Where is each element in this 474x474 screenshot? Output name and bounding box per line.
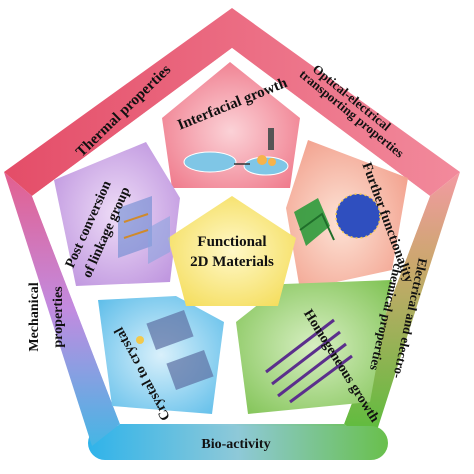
center-pentagon bbox=[168, 196, 296, 306]
label-bio-activity: Bio-activity bbox=[201, 437, 270, 452]
post-conversion-illustration bbox=[118, 196, 170, 264]
homogeneous-growth-illustration bbox=[265, 318, 353, 404]
outer-band-top bbox=[4, 8, 460, 196]
further-functionality-illustration bbox=[294, 193, 381, 246]
bio-activity-pill bbox=[88, 426, 388, 460]
tile-crystal-to-crystal bbox=[98, 296, 224, 414]
interfacial-growth-illustration bbox=[183, 128, 289, 176]
center-label-line1: Functional bbox=[197, 234, 266, 250]
crystal-to-crystal-illustration bbox=[136, 310, 214, 390]
outer-band-left bbox=[4, 172, 120, 446]
center-label-line2: 2D Materials bbox=[190, 254, 274, 270]
label-mechanical-line1: Mechanical bbox=[27, 282, 42, 351]
label-mechanical-line2: properties bbox=[51, 286, 66, 348]
